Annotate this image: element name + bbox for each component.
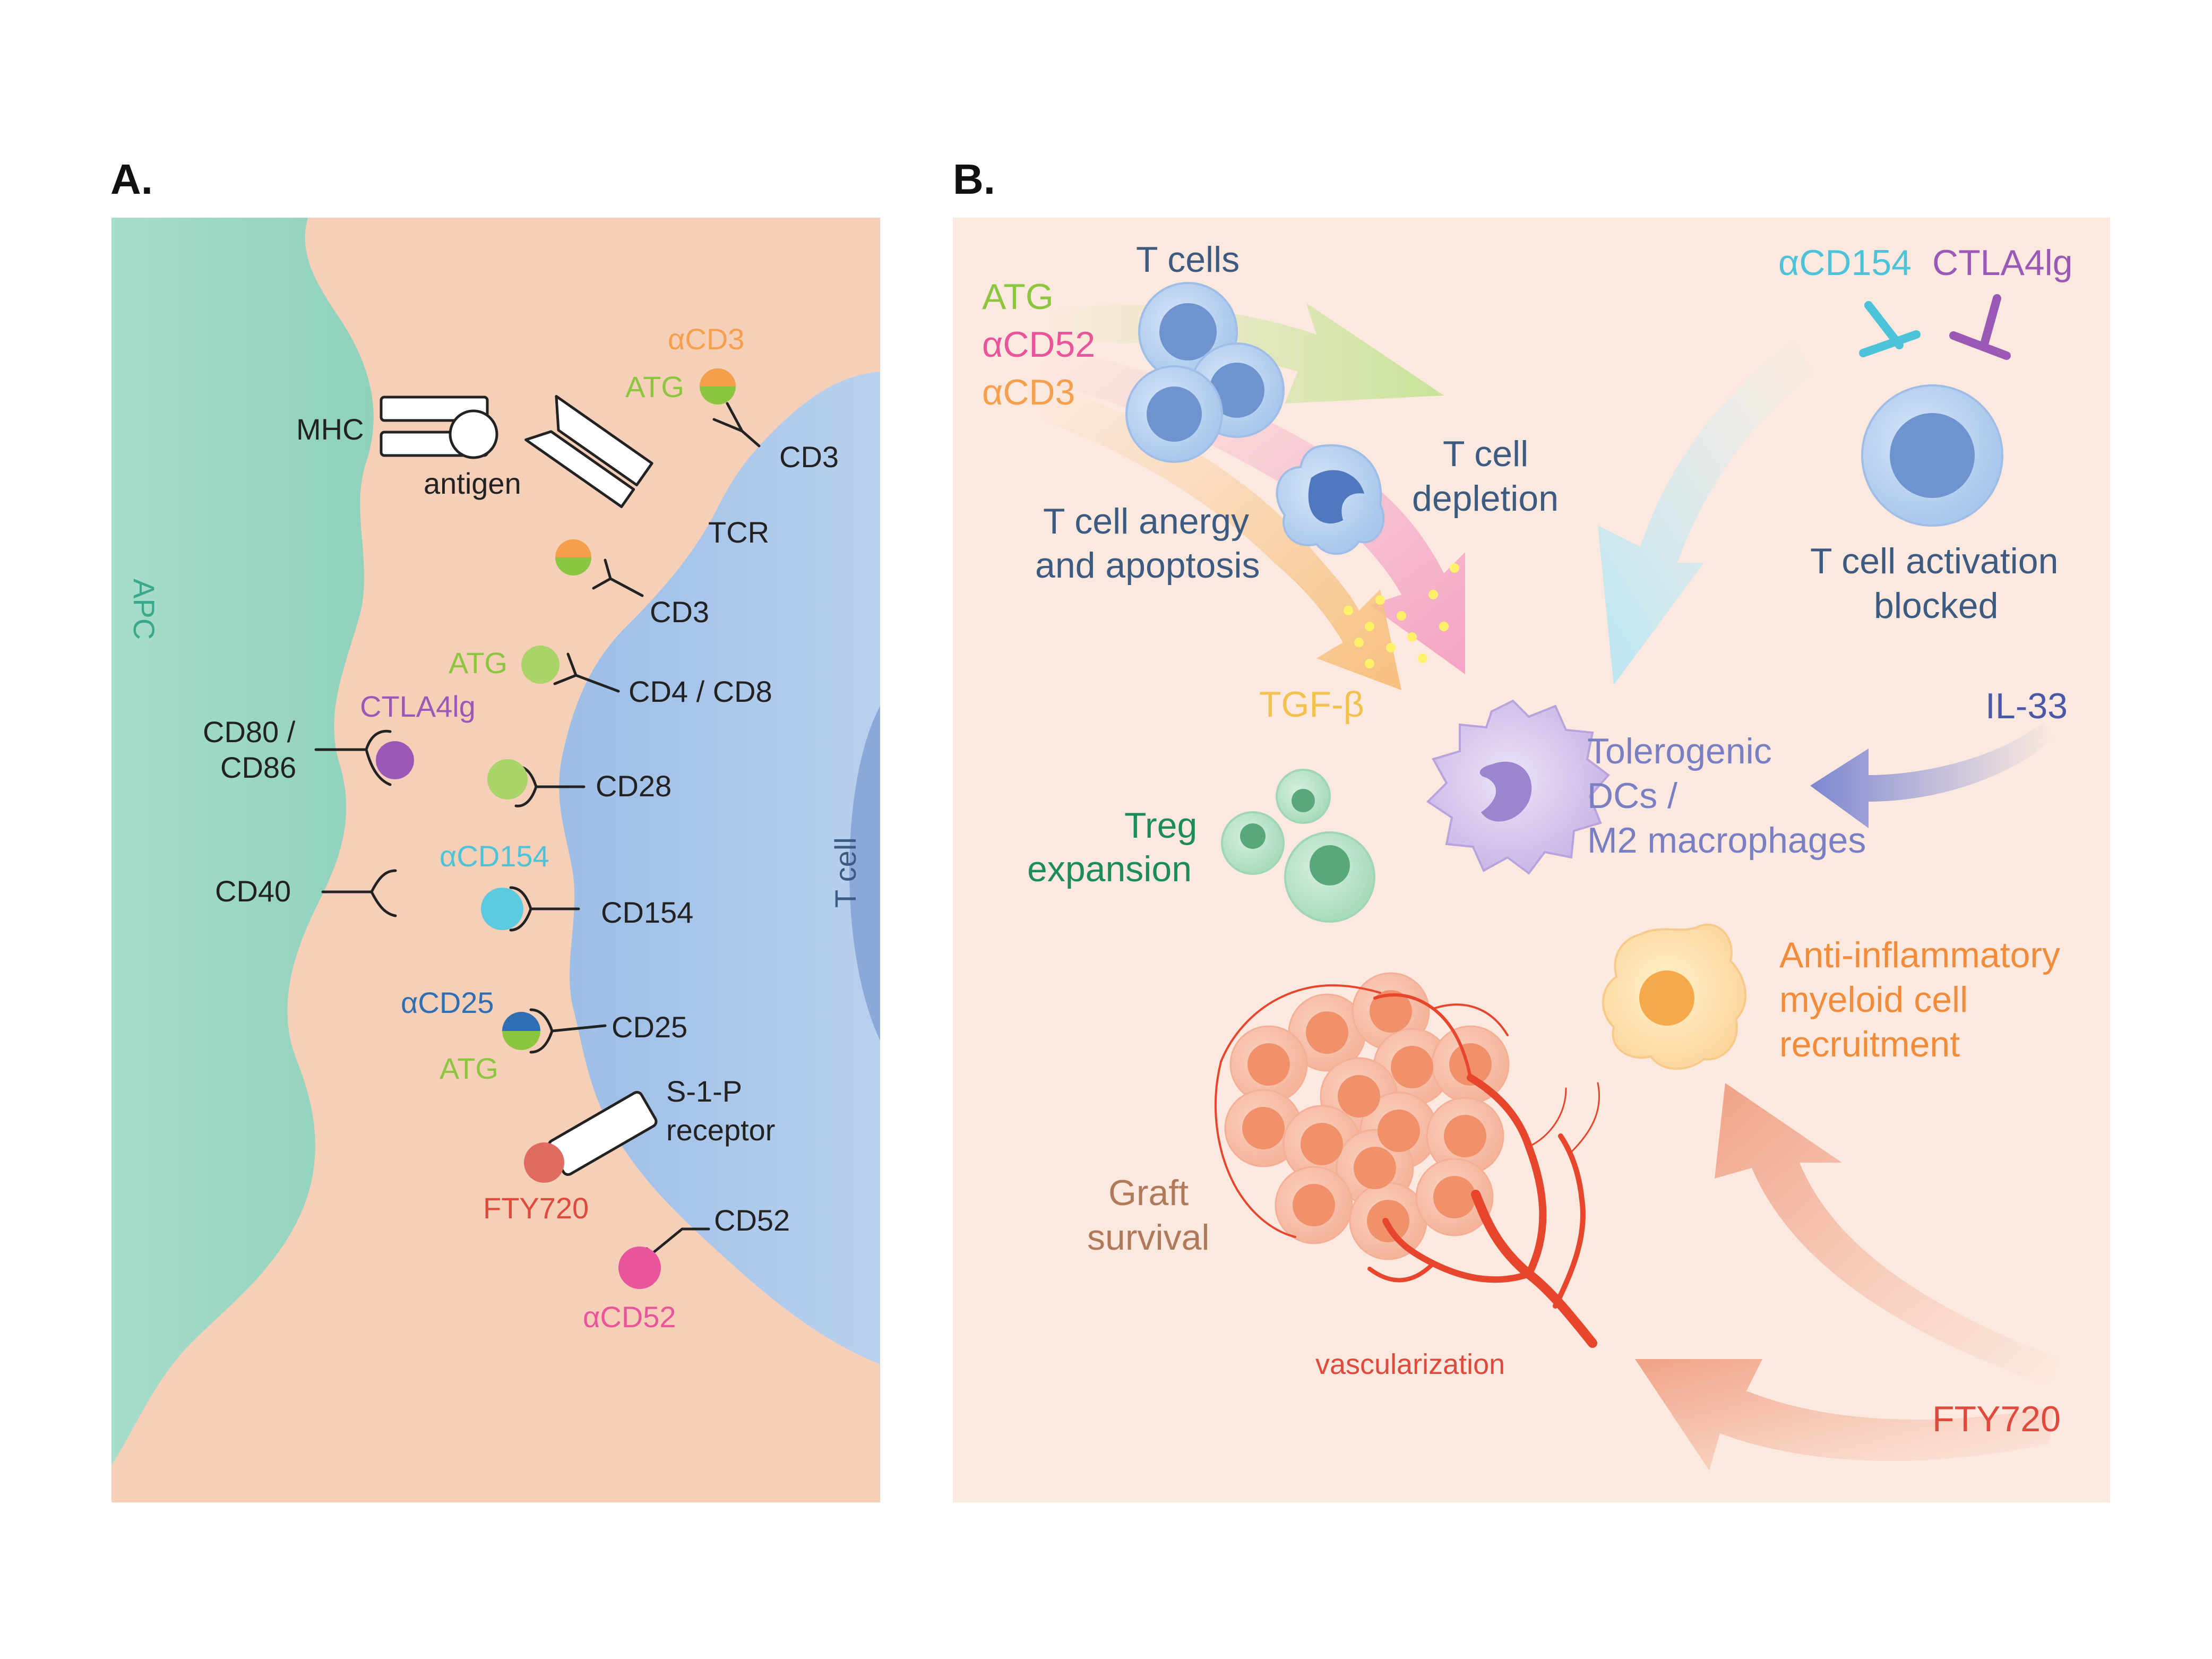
mhc-label: MHC — [296, 412, 364, 446]
tgf-beta-particles — [1344, 563, 1459, 668]
apc-label: APC — [127, 579, 161, 640]
acd154-label: αCD154 — [440, 839, 549, 873]
atg-drug-label: ATG — [982, 277, 1054, 317]
panel-b: T cells ATG αCD52 αCD3 T cell depletion … — [953, 218, 2110, 1502]
cd3-top-receptor — [712, 402, 761, 448]
tcr-label: TCR — [708, 515, 769, 549]
panel-b-letter: B. — [953, 156, 995, 203]
atg-cd4-label: ATG — [449, 646, 507, 680]
cd154-label: CD154 — [601, 896, 693, 929]
myeloid-cell — [1602, 923, 1747, 1070]
mhc-complex — [380, 396, 498, 459]
il33-label: IL-33 — [1985, 686, 2068, 726]
tolerogenic-line1: Tolerogenic — [1587, 731, 1772, 771]
fty720-arrow-graft — [1635, 1359, 2054, 1471]
tcell-nucleus — [849, 706, 880, 1041]
blocked-t-cell — [1861, 384, 2003, 527]
cd52-receptor — [641, 1227, 710, 1264]
antigen — [449, 409, 498, 459]
atg-drug-cd28 — [487, 759, 528, 800]
cd3-mid-receptor — [592, 558, 644, 597]
cd28-label: CD28 — [596, 769, 672, 803]
fty720-arrow-myeloid — [1715, 1083, 2060, 1386]
myeloid-line3: recruitment — [1779, 1024, 1960, 1064]
graft-line2: survival — [1087, 1217, 1210, 1258]
tgf-beta-label: TGF-β — [1259, 684, 1364, 725]
activation-blocked-line2: blocked — [1874, 586, 1998, 626]
acd52-a-label: αCD52 — [583, 1300, 676, 1334]
il33-arrow — [1810, 722, 2054, 828]
acd52-drug-label: αCD52 — [982, 324, 1095, 365]
tolerogenic-line3: M2 macrophages — [1587, 820, 1866, 861]
ctla4ig-inhibition-symbol — [1949, 294, 2011, 360]
fty720-a-label: FTY720 — [483, 1191, 589, 1225]
tolerogenic-dc — [1426, 699, 1610, 875]
cyan-tolerance-arrow — [1598, 340, 1815, 685]
antigen-label: antigen — [424, 467, 521, 500]
acd25-label: αCD25 — [401, 986, 494, 1019]
acd154-inhibition-symbol — [1859, 301, 1921, 357]
panel-a-letter: A. — [110, 156, 153, 203]
vascularization-label: vascularization — [1315, 1348, 1505, 1380]
acd52-drug — [618, 1247, 661, 1289]
fty720-drug — [524, 1142, 564, 1183]
cd3-top-label: CD3 — [779, 440, 839, 474]
atg-top-label: ATG — [625, 370, 684, 403]
anergy-apoptosis-line2: and apoptosis — [1035, 545, 1260, 586]
t-cells-label: T cells — [1136, 239, 1240, 280]
cd80-cd86-receptor — [314, 729, 392, 786]
t-cell-depletion-line1: T cell — [1443, 434, 1528, 474]
acd154-drug — [481, 888, 523, 930]
fty720-b-label: FTY720 — [1932, 1399, 2061, 1439]
s1p-label-line1: S-1-P — [666, 1075, 742, 1108]
graft-islet-nuclei — [1242, 990, 1492, 1242]
graft-vasculature — [1215, 984, 1600, 1348]
acd25-atg-drug — [502, 1012, 540, 1050]
cd3-mid-label: CD3 — [650, 595, 709, 629]
cd154-receptor — [509, 886, 580, 932]
treg-line2: expansion — [1027, 849, 1192, 889]
cd80-label-line1: CD80 / — [203, 715, 296, 749]
cd4-cd8-label: CD4 / CD8 — [629, 675, 772, 708]
anergy-apoptosis-line1: T cell anergy — [1043, 501, 1249, 541]
atg-drug-cd4 — [521, 646, 560, 684]
myeloid-line1: Anti-inflammatory — [1779, 935, 2060, 975]
apoptotic-t-cell — [1276, 444, 1385, 555]
s1p-label-line2: receptor — [666, 1113, 775, 1147]
cd25-label: CD25 — [612, 1010, 687, 1044]
acd3-atg-drug-top — [700, 368, 736, 405]
acd3-atg-drug-mid — [555, 539, 591, 575]
panel-a: APC T cell MHC antigen TCR αCD3 ATG CD3 — [111, 218, 880, 1502]
tcr-receptor — [524, 394, 653, 509]
treg-cells — [1221, 769, 1375, 923]
t-cell-cluster — [1125, 282, 1285, 463]
graft-line1: Graft — [1108, 1173, 1189, 1213]
activation-blocked-line1: T cell activation — [1810, 541, 2058, 581]
cd25-receptor — [529, 1008, 607, 1054]
ctla4ig-label: CTLA4lg — [360, 690, 476, 723]
ctla4ig-b-label: CTLA4lg — [1932, 243, 2073, 283]
acd3-drug-label: αCD3 — [982, 372, 1075, 412]
ctla4ig-drug — [376, 741, 414, 779]
t-cell-depletion-line2: depletion — [1412, 478, 1559, 519]
cd52-label: CD52 — [714, 1204, 790, 1237]
myeloid-line2: myeloid cell — [1779, 979, 1968, 1020]
acd154-b-label: αCD154 — [1778, 243, 1912, 283]
atg-cd25-label: ATG — [440, 1052, 498, 1085]
cd40-receptor — [321, 869, 397, 917]
cd40-label: CD40 — [215, 874, 291, 908]
treg-line1: Treg — [1124, 805, 1197, 846]
tcell-label: T cell — [829, 837, 862, 908]
cd4-cd8-receptor — [553, 652, 620, 693]
cd80-label-line2: CD86 — [220, 751, 296, 784]
apc-membrane — [111, 218, 374, 1465]
tolerogenic-line2: DCs / — [1587, 776, 1677, 816]
acd3-depletion-arrow — [1040, 382, 1401, 690]
acd3-top-label: αCD3 — [668, 322, 744, 356]
